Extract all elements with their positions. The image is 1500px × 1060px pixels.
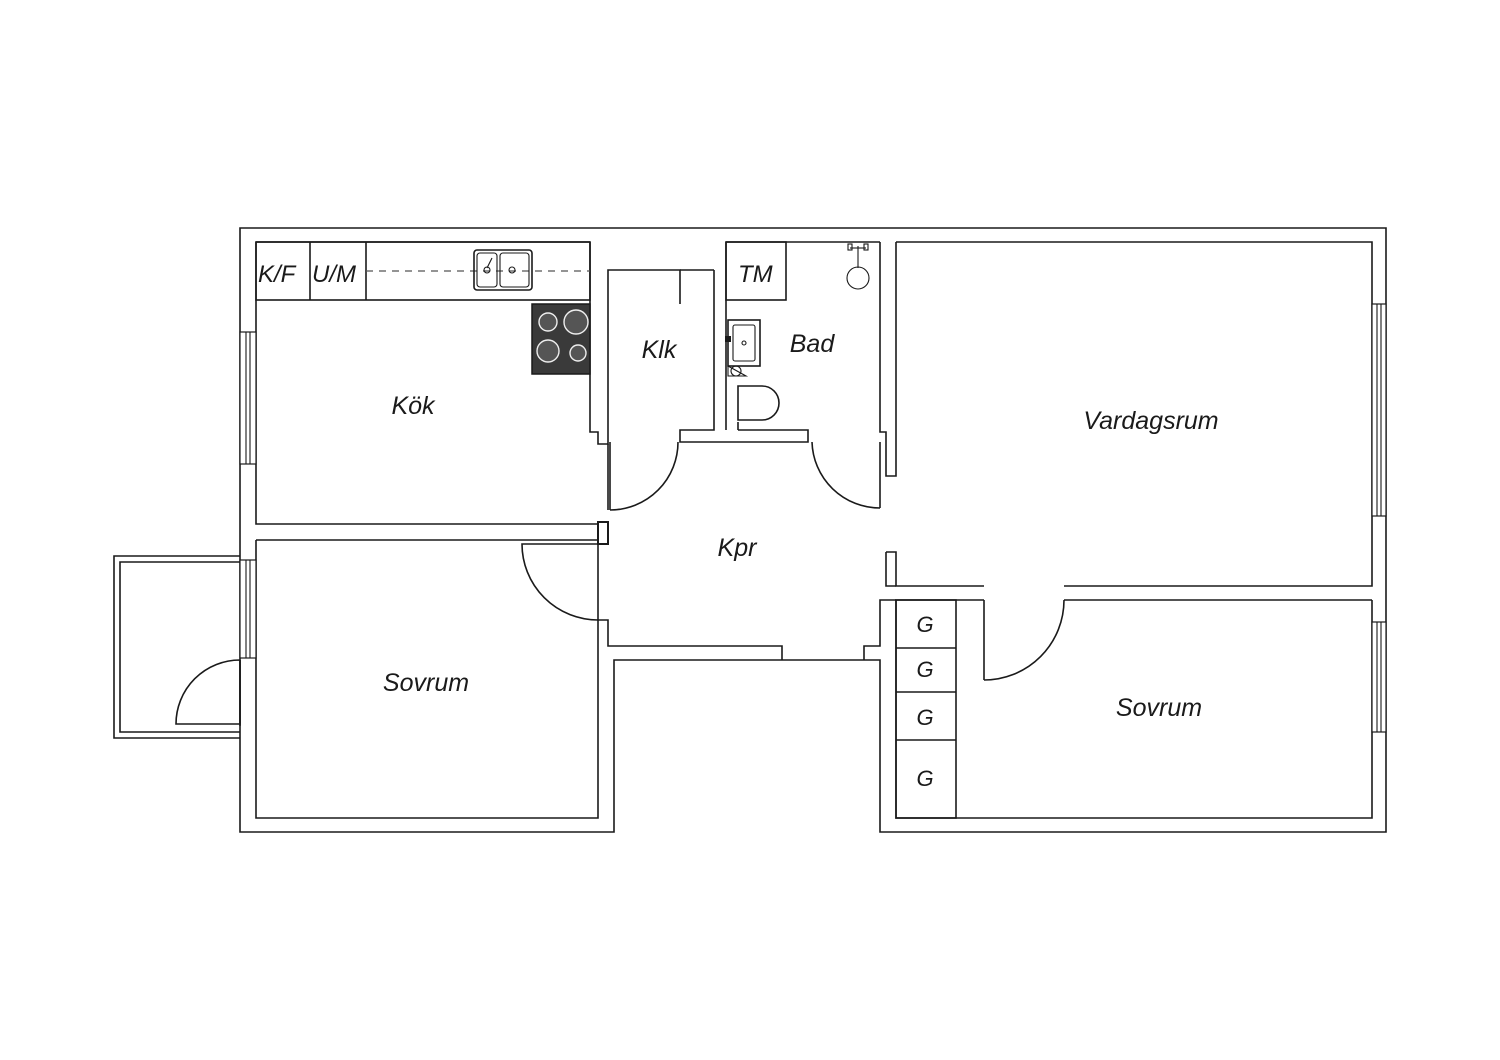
wardrobe-label: G [916, 705, 933, 730]
door-bath [811, 441, 881, 509]
toilet-icon [727, 365, 780, 421]
room-label-kitchen: Kök [391, 392, 436, 420]
door-balcony [175, 659, 241, 725]
washing-machine-box [725, 241, 787, 301]
room-label-hall: Kpr [718, 534, 759, 562]
stove-icon [531, 303, 591, 375]
room-label-closet: Klk [642, 336, 678, 364]
window-living [1371, 303, 1387, 517]
door-bedroom-right [983, 599, 1065, 681]
kitchen-fixtures [255, 241, 591, 375]
wardrobe-label: G [916, 612, 933, 637]
windows [239, 303, 1387, 733]
label-dishwasher: U/M [312, 261, 356, 288]
label-washing-machine: TM [738, 261, 773, 288]
room-label-bath: Bad [790, 330, 836, 358]
wardrobe-label: G [916, 766, 933, 791]
shower-icon [846, 243, 870, 290]
labels: K/F U/M TM Kök Klk Bad Vardagsrum Kpr So… [258, 261, 1219, 791]
window-kitchen [239, 331, 257, 465]
interior-walls [255, 242, 897, 632]
door-bedroom-left [521, 543, 599, 621]
bath-fixtures [725, 241, 870, 421]
wardrobe-block [895, 599, 957, 819]
doors [175, 441, 1065, 725]
room-label-bedroom-right: Sovrum [1116, 694, 1202, 722]
room-label-living: Vardagsrum [1083, 407, 1218, 435]
door-closet [609, 441, 679, 511]
sink-icon [473, 249, 533, 291]
window-bedroom-right [1371, 621, 1387, 733]
washbasin-icon [725, 319, 761, 367]
outer-walls [239, 227, 1387, 833]
room-label-bedroom-left: Sovrum [383, 669, 469, 697]
wardrobe-label: G [916, 657, 933, 682]
label-fridge-freezer: K/F [258, 261, 297, 288]
window-bedroom-left [239, 559, 257, 659]
